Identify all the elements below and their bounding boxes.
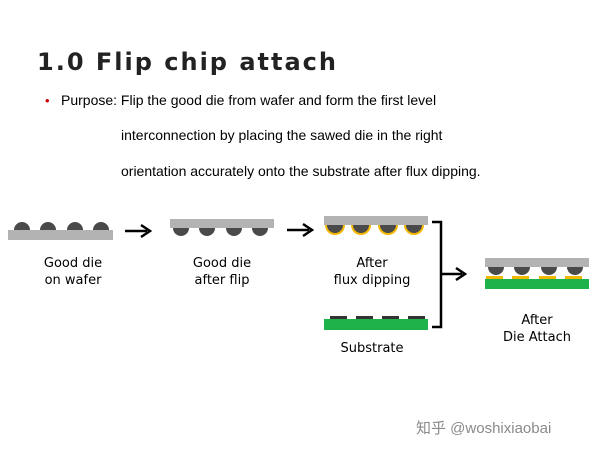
- stage-wafer-die: [8, 222, 113, 240]
- stage-label-substrate: Substrate: [340, 341, 404, 356]
- stage-attached-die: [485, 258, 589, 289]
- arrow-right-icon: [287, 222, 315, 238]
- stage-flux-dipped-die: [324, 216, 428, 235]
- bracket-icon: [432, 220, 468, 329]
- watermark: 知乎 @woshixiaobai: [416, 420, 552, 437]
- purpose-line-1: Purpose: Flip the good die from wafer an…: [61, 92, 437, 108]
- stage-flipped-die: [170, 219, 274, 236]
- purpose-line-3: orientation accurately onto the substrat…: [121, 163, 481, 179]
- stage-substrate: [324, 316, 428, 330]
- purpose-line-2: interconnection by placing the sawed die…: [121, 127, 443, 143]
- bullet-icon: •: [45, 93, 50, 108]
- arrow-right-icon: [125, 223, 153, 239]
- page-title: 1.0 Flip chip attach: [37, 48, 338, 76]
